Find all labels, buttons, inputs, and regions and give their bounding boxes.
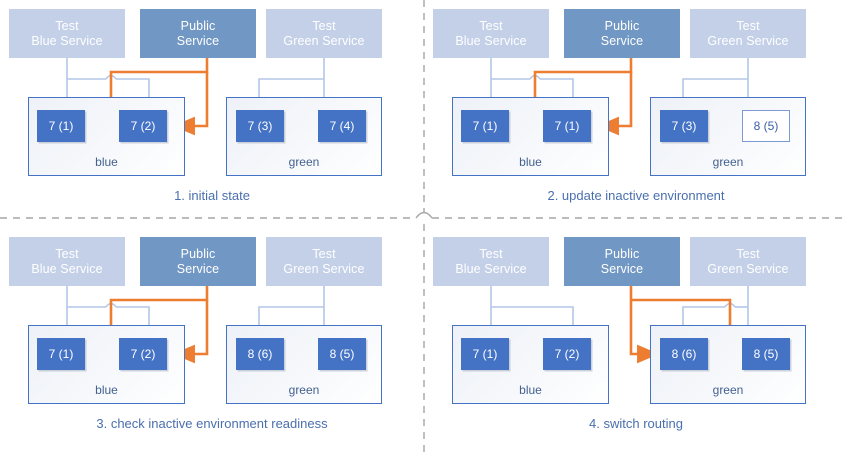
- public-line1: Public: [180, 18, 216, 33]
- env-label-blue: blue: [519, 155, 542, 169]
- test-green-line1: Test: [312, 246, 336, 261]
- node-blue-1: 7 (1): [37, 338, 85, 370]
- node-green-1: 7 (3): [236, 110, 284, 142]
- test-blue-line2: Blue Service: [455, 33, 527, 48]
- public-line1: Public: [180, 246, 216, 261]
- test-blue-line2: Blue Service: [31, 33, 103, 48]
- env-label-green: green: [288, 155, 320, 169]
- test-blue-line2: Blue Service: [31, 261, 103, 276]
- test-green-line2: Green Service: [707, 261, 789, 276]
- test-blue-line1: Test: [55, 246, 79, 261]
- env-label-blue: blue: [95, 155, 118, 169]
- node-green-2: 7 (4): [318, 110, 366, 142]
- test-green-line1: Test: [736, 246, 760, 261]
- env-label-blue: blue: [95, 383, 118, 397]
- node-green-1: 7 (3): [660, 110, 708, 142]
- node-blue-2: 7 (2): [119, 338, 167, 370]
- public-line2: Service: [600, 261, 644, 276]
- env-label-green: green: [712, 155, 744, 169]
- test-blue-line1: Test: [55, 18, 79, 33]
- test-blue-line1: Test: [479, 246, 503, 261]
- test-green-line2: Green Service: [707, 33, 789, 48]
- env-label-green: green: [288, 383, 320, 397]
- public-line1: Public: [604, 18, 640, 33]
- test-green-line1: Test: [312, 18, 336, 33]
- public-line2: Service: [176, 33, 220, 48]
- env-label-green: green: [712, 383, 744, 397]
- public-line2: Service: [176, 261, 220, 276]
- test-green-line1: Test: [736, 18, 760, 33]
- test-green-line2: Green Service: [283, 261, 365, 276]
- node-green-1: 8 (6): [236, 338, 284, 370]
- panel-1-caption: 1. initial state: [174, 188, 250, 203]
- node-green-1: 8 (6): [660, 338, 708, 370]
- env-label-blue: blue: [519, 383, 542, 397]
- node-blue-2: 7 (1): [543, 110, 591, 142]
- node-blue-1: 7 (1): [37, 110, 85, 142]
- node-green-2: 8 (5): [742, 338, 790, 370]
- node-blue-2: 7 (2): [119, 110, 167, 142]
- test-blue-line1: Test: [479, 18, 503, 33]
- node-green-2: 8 (5): [318, 338, 366, 370]
- panel-4-caption: 4. switch routing: [589, 416, 683, 431]
- node-blue-1: 7 (1): [461, 110, 509, 142]
- public-line1: Public: [604, 246, 640, 261]
- panel-2-caption: 2. update inactive environment: [547, 188, 725, 203]
- panel-4-connectors: [484, 286, 754, 364]
- test-blue-line2: Blue Service: [455, 261, 527, 276]
- panel-3-caption: 3. check inactive environment readiness: [96, 416, 328, 431]
- node-blue-1: 7 (1): [461, 338, 509, 370]
- node-blue-2: 7 (2): [543, 338, 591, 370]
- public-line2: Service: [600, 33, 644, 48]
- node-green-2: 8 (5): [742, 110, 790, 142]
- test-green-line2: Green Service: [283, 33, 365, 48]
